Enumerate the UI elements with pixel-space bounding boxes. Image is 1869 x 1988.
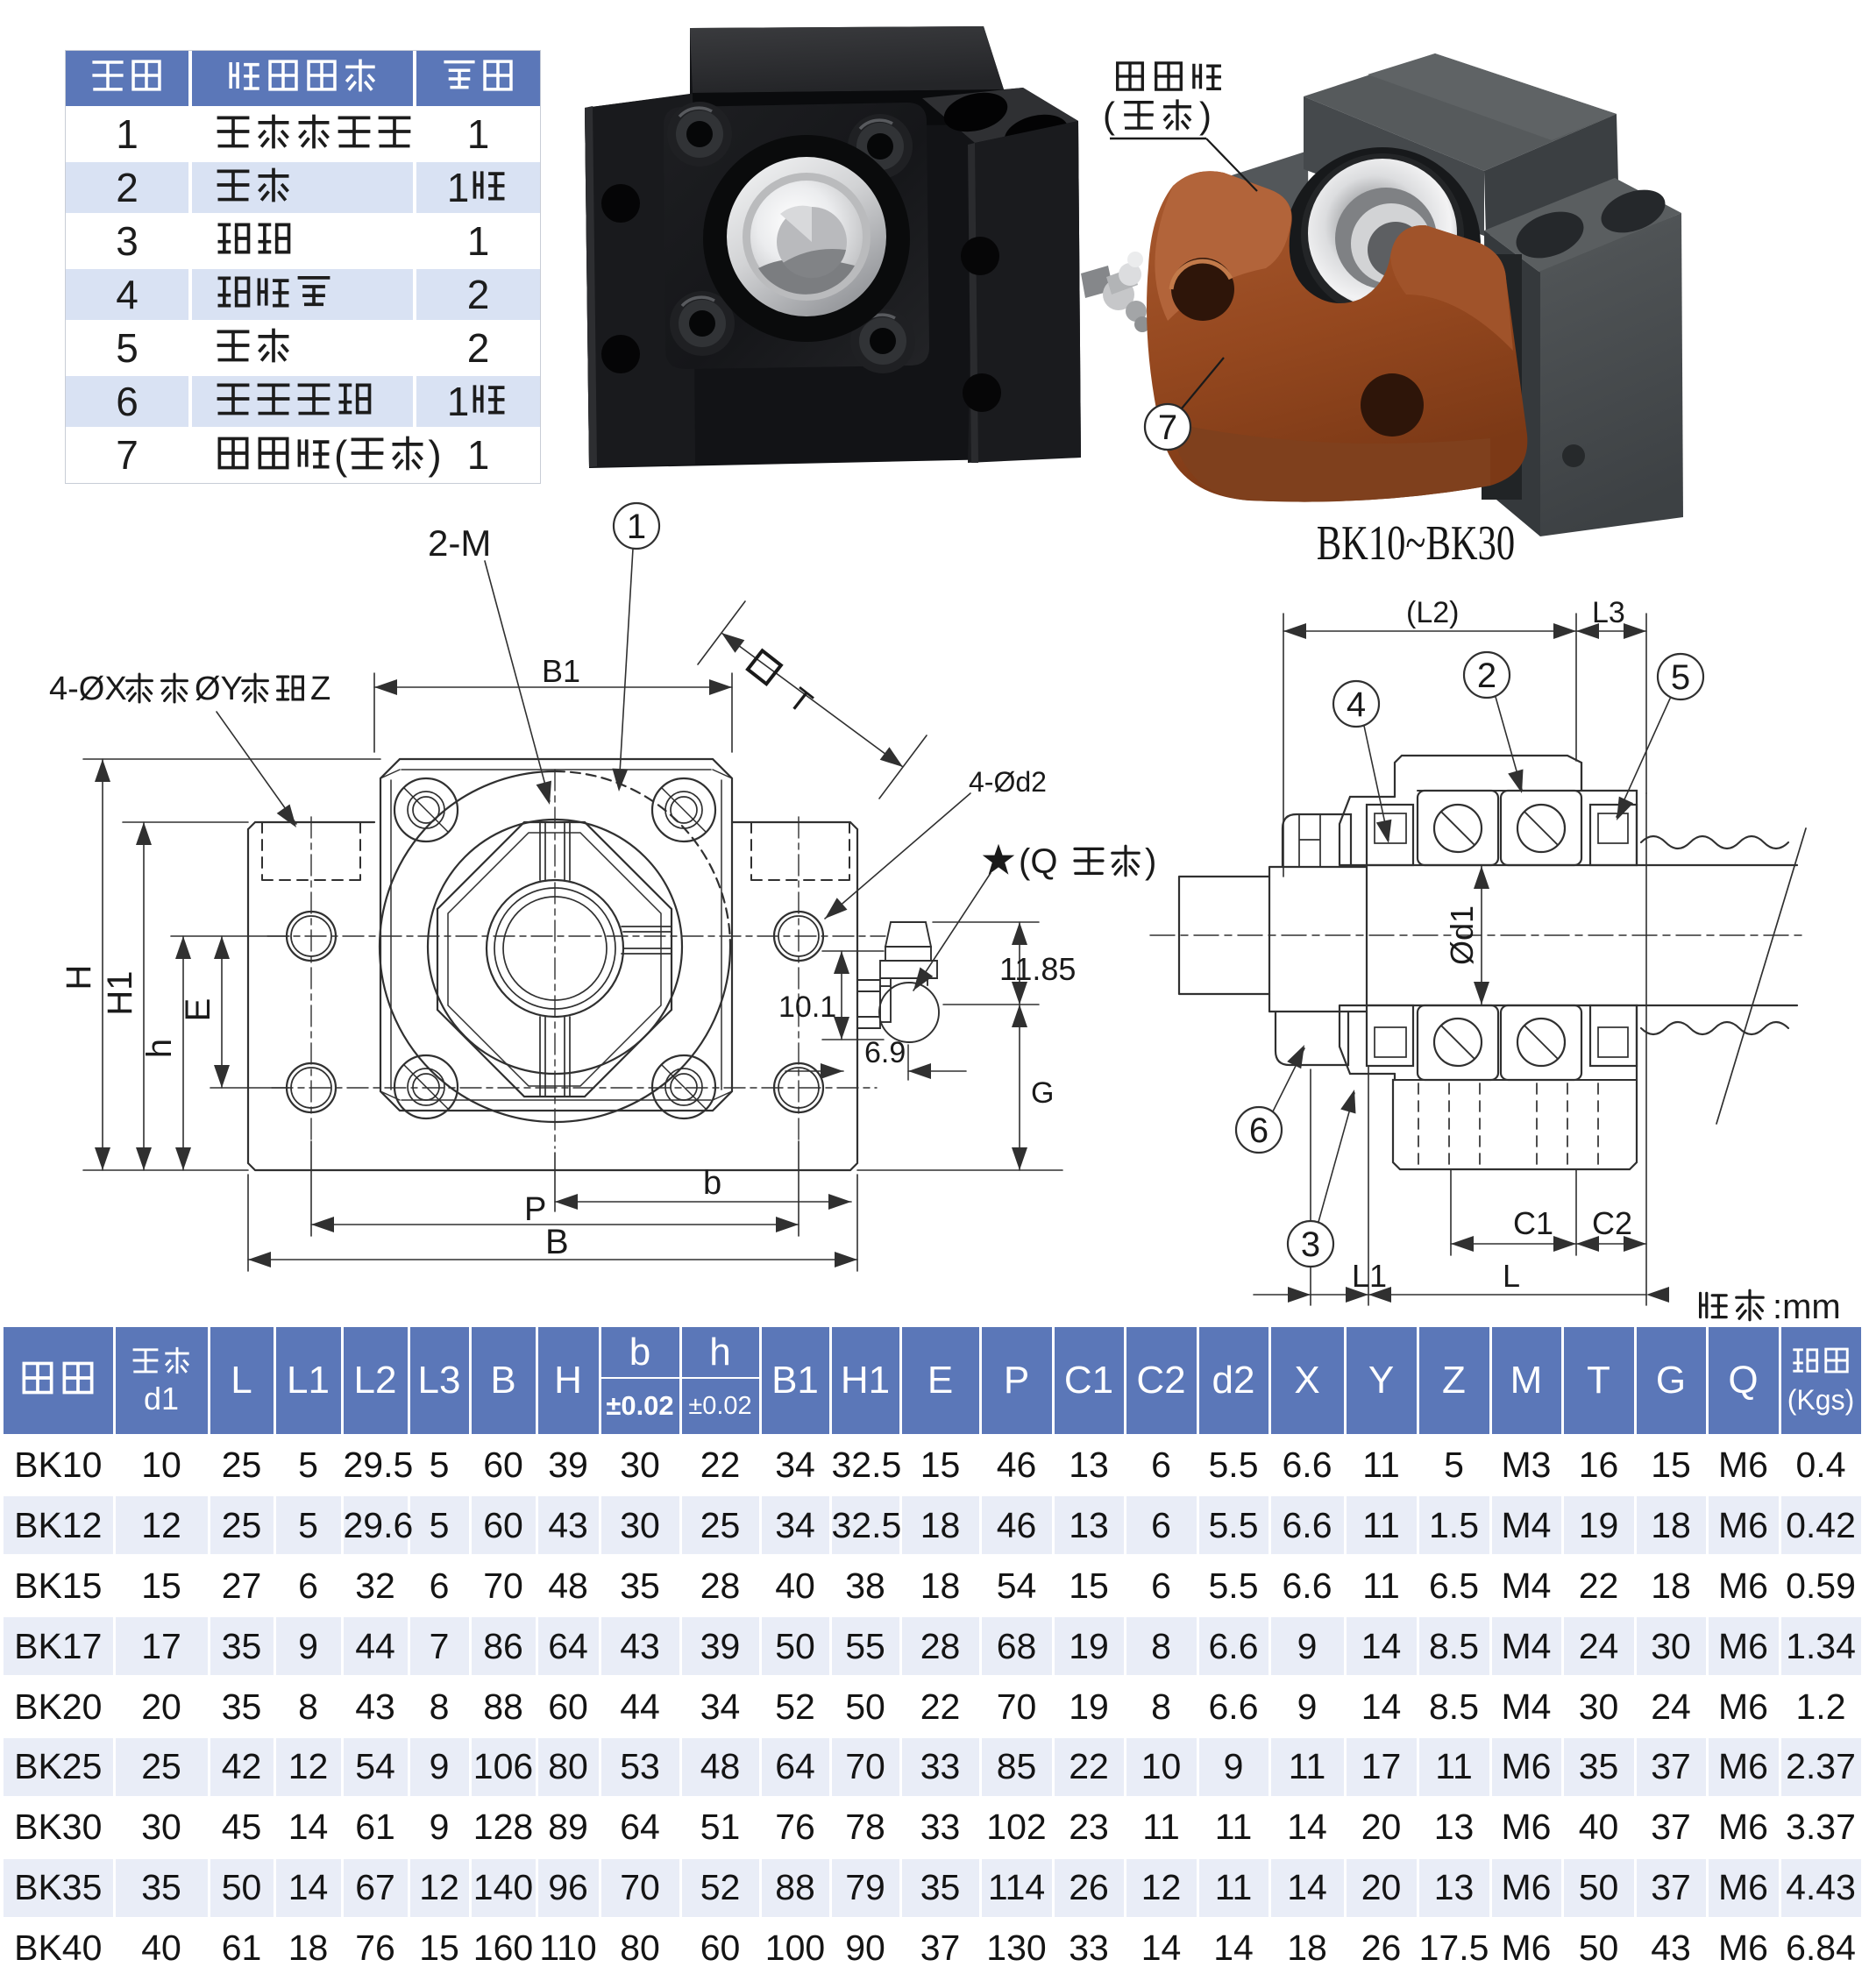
svg-text:Z: Z — [310, 671, 330, 707]
svg-text:(: ( — [1103, 95, 1115, 136]
svg-text:4-ØX: 4-ØX — [49, 671, 127, 707]
svg-text:10.1: 10.1 — [778, 990, 836, 1024]
svg-text:7: 7 — [1158, 408, 1177, 447]
svg-text:P: P — [524, 1191, 546, 1228]
svg-text:H: H — [60, 965, 98, 990]
svg-text:(Q: (Q — [1019, 842, 1057, 881]
svg-text:2-M: 2-M — [428, 522, 491, 564]
svg-text:4: 4 — [1347, 685, 1366, 724]
svg-text:C1: C1 — [1513, 1205, 1553, 1241]
svg-text:B1: B1 — [542, 653, 580, 689]
svg-text:b: b — [703, 1165, 721, 1202]
svg-text:E: E — [179, 998, 217, 1022]
svg-text:6: 6 — [1249, 1111, 1269, 1150]
svg-text:ØY: ØY — [195, 671, 243, 707]
svg-text:2: 2 — [1477, 657, 1496, 695]
svg-text:C2: C2 — [1592, 1205, 1632, 1241]
svg-text:3: 3 — [1301, 1225, 1320, 1264]
svg-text:5: 5 — [1671, 658, 1690, 697]
svg-text:6.9: 6.9 — [864, 1036, 906, 1069]
svg-text:L3: L3 — [1592, 596, 1625, 629]
svg-text:B: B — [545, 1223, 569, 1261]
svg-text:): ) — [1199, 95, 1212, 136]
svg-text:h: h — [140, 1039, 179, 1058]
svg-text:1: 1 — [627, 508, 646, 546]
svg-text:G: G — [1031, 1076, 1054, 1110]
svg-text::mm: :mm — [1773, 1288, 1841, 1326]
svg-text:11.85: 11.85 — [999, 951, 1076, 987]
svg-text:L1: L1 — [1352, 1258, 1387, 1294]
svg-text:4-Ød2: 4-Ød2 — [969, 766, 1047, 798]
svg-text:H1: H1 — [101, 970, 139, 1015]
svg-text:): ) — [1145, 842, 1156, 881]
svg-text:L: L — [1503, 1258, 1520, 1294]
svg-text:(L2): (L2) — [1406, 596, 1459, 629]
svg-text:Ød1: Ød1 — [1444, 905, 1480, 965]
